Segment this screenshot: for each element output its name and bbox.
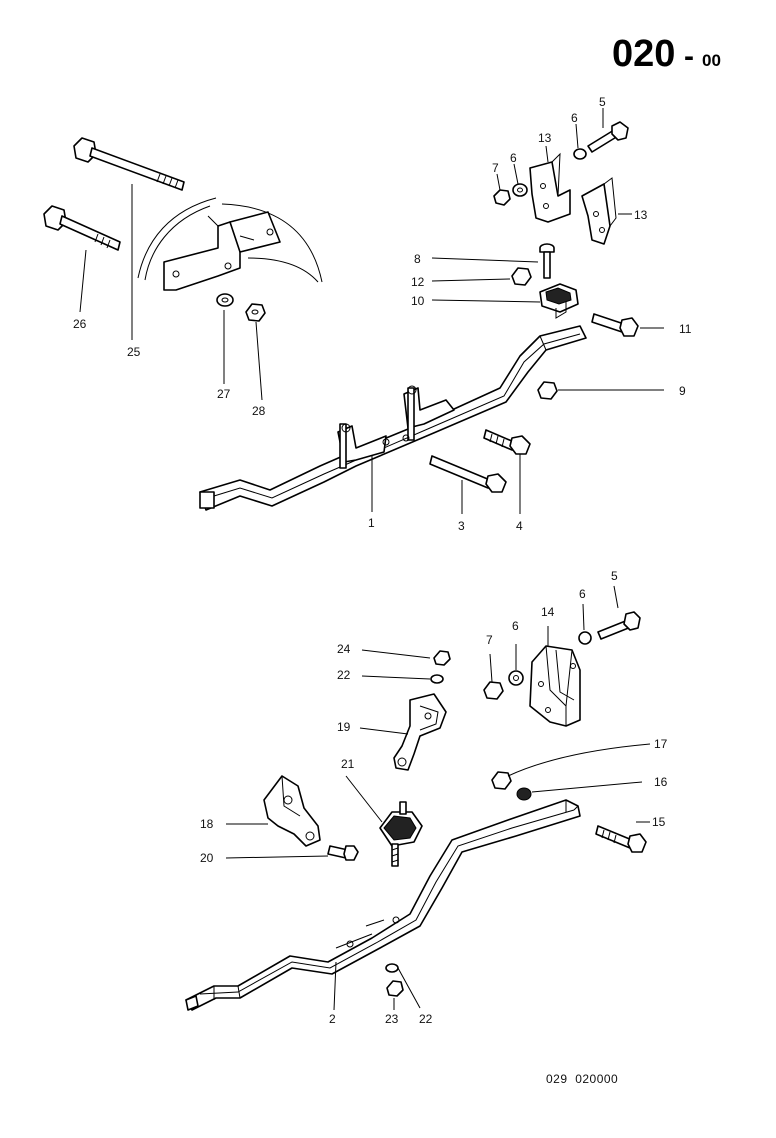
callout-20: 20	[200, 851, 214, 865]
nut-24	[433, 650, 451, 666]
bracket-18	[263, 775, 321, 847]
body-wheel-housing	[137, 197, 323, 291]
callout-19: 19	[337, 720, 351, 734]
bolt-4	[483, 429, 531, 455]
callout-2: 2	[329, 1012, 336, 1026]
sheet-number-sub: 00	[702, 51, 721, 70]
leader-lines	[79, 108, 664, 1011]
callout-7-top: 7	[492, 161, 499, 175]
callout-25: 25	[127, 345, 141, 359]
nut-9	[537, 381, 558, 400]
callout-4: 4	[516, 519, 523, 533]
callout-16: 16	[654, 775, 668, 789]
nut-17	[491, 771, 512, 790]
callout-14: 14	[541, 605, 555, 619]
cross-member-2	[185, 799, 581, 1011]
sheet-number-main: 020	[612, 33, 675, 75]
callout-6-bottom-a: 6	[579, 587, 586, 601]
callout-6-bottom-b: 6	[512, 619, 519, 633]
nut-28	[245, 303, 266, 322]
rubber-mount-21	[379, 801, 423, 867]
washer-16	[516, 787, 532, 801]
callout-26: 26	[73, 317, 87, 331]
washer-6-bottom-a	[578, 631, 592, 645]
bracket-19	[393, 693, 447, 771]
washer-27	[216, 293, 234, 307]
bolt-8	[539, 243, 555, 279]
washer-6-top-a	[573, 148, 587, 160]
callout-27: 27	[217, 387, 231, 401]
nut-7-bottom	[483, 681, 504, 700]
bolt-26	[43, 205, 121, 251]
nut-23	[386, 980, 404, 997]
callout-1: 1	[368, 516, 375, 530]
callout-22-top: 22	[337, 668, 351, 682]
callout-12: 12	[411, 275, 425, 289]
bracket-14	[529, 645, 581, 727]
washer-6-top-b	[512, 183, 528, 197]
callout-18: 18	[200, 817, 214, 831]
sheet-number-dash: -	[684, 40, 694, 73]
callout-6-top-b: 6	[510, 151, 517, 165]
callout-24: 24	[337, 642, 351, 656]
bolt-5-top	[587, 121, 629, 153]
drawing-code: 029 020000	[546, 1072, 618, 1086]
callout-8: 8	[414, 252, 421, 266]
nut-7-top	[493, 189, 511, 206]
callout-13-top-a: 13	[538, 131, 552, 145]
callout-13-top-b: 13	[634, 208, 648, 222]
bolt-25	[73, 137, 185, 191]
callout-11: 11	[679, 322, 692, 336]
callout-labels: 25 26 27 28 5 6 6 7 13 13 8 12 10 11 9 1…	[73, 95, 692, 1026]
callout-5-bottom: 5	[611, 569, 618, 583]
cross-member-1	[199, 325, 587, 511]
bolt-20	[327, 845, 359, 861]
bolt-15	[595, 825, 647, 853]
callout-23: 23	[385, 1012, 399, 1026]
callout-3: 3	[458, 519, 465, 533]
nut-12	[511, 267, 532, 286]
rubber-mount-10	[539, 283, 579, 319]
callout-17: 17	[654, 737, 668, 751]
callout-7-bottom: 7	[486, 633, 493, 647]
callout-10: 10	[411, 294, 425, 308]
callout-5-top: 5	[599, 95, 606, 109]
callout-21: 21	[341, 757, 355, 771]
callout-6-top-a: 6	[571, 111, 578, 125]
callout-22-bottom: 22	[419, 1012, 433, 1026]
bracket-13-left	[529, 152, 571, 223]
bolt-5-bottom	[597, 611, 641, 640]
bracket-13-right	[581, 177, 617, 245]
callout-15: 15	[652, 815, 666, 829]
washer-6-bottom-b	[508, 670, 524, 686]
callout-28: 28	[252, 404, 266, 418]
bolt-3	[429, 455, 507, 493]
washer-22-top	[430, 674, 444, 684]
bolt-11	[591, 313, 639, 337]
washer-22-bottom	[385, 963, 399, 973]
callout-9: 9	[679, 384, 686, 398]
